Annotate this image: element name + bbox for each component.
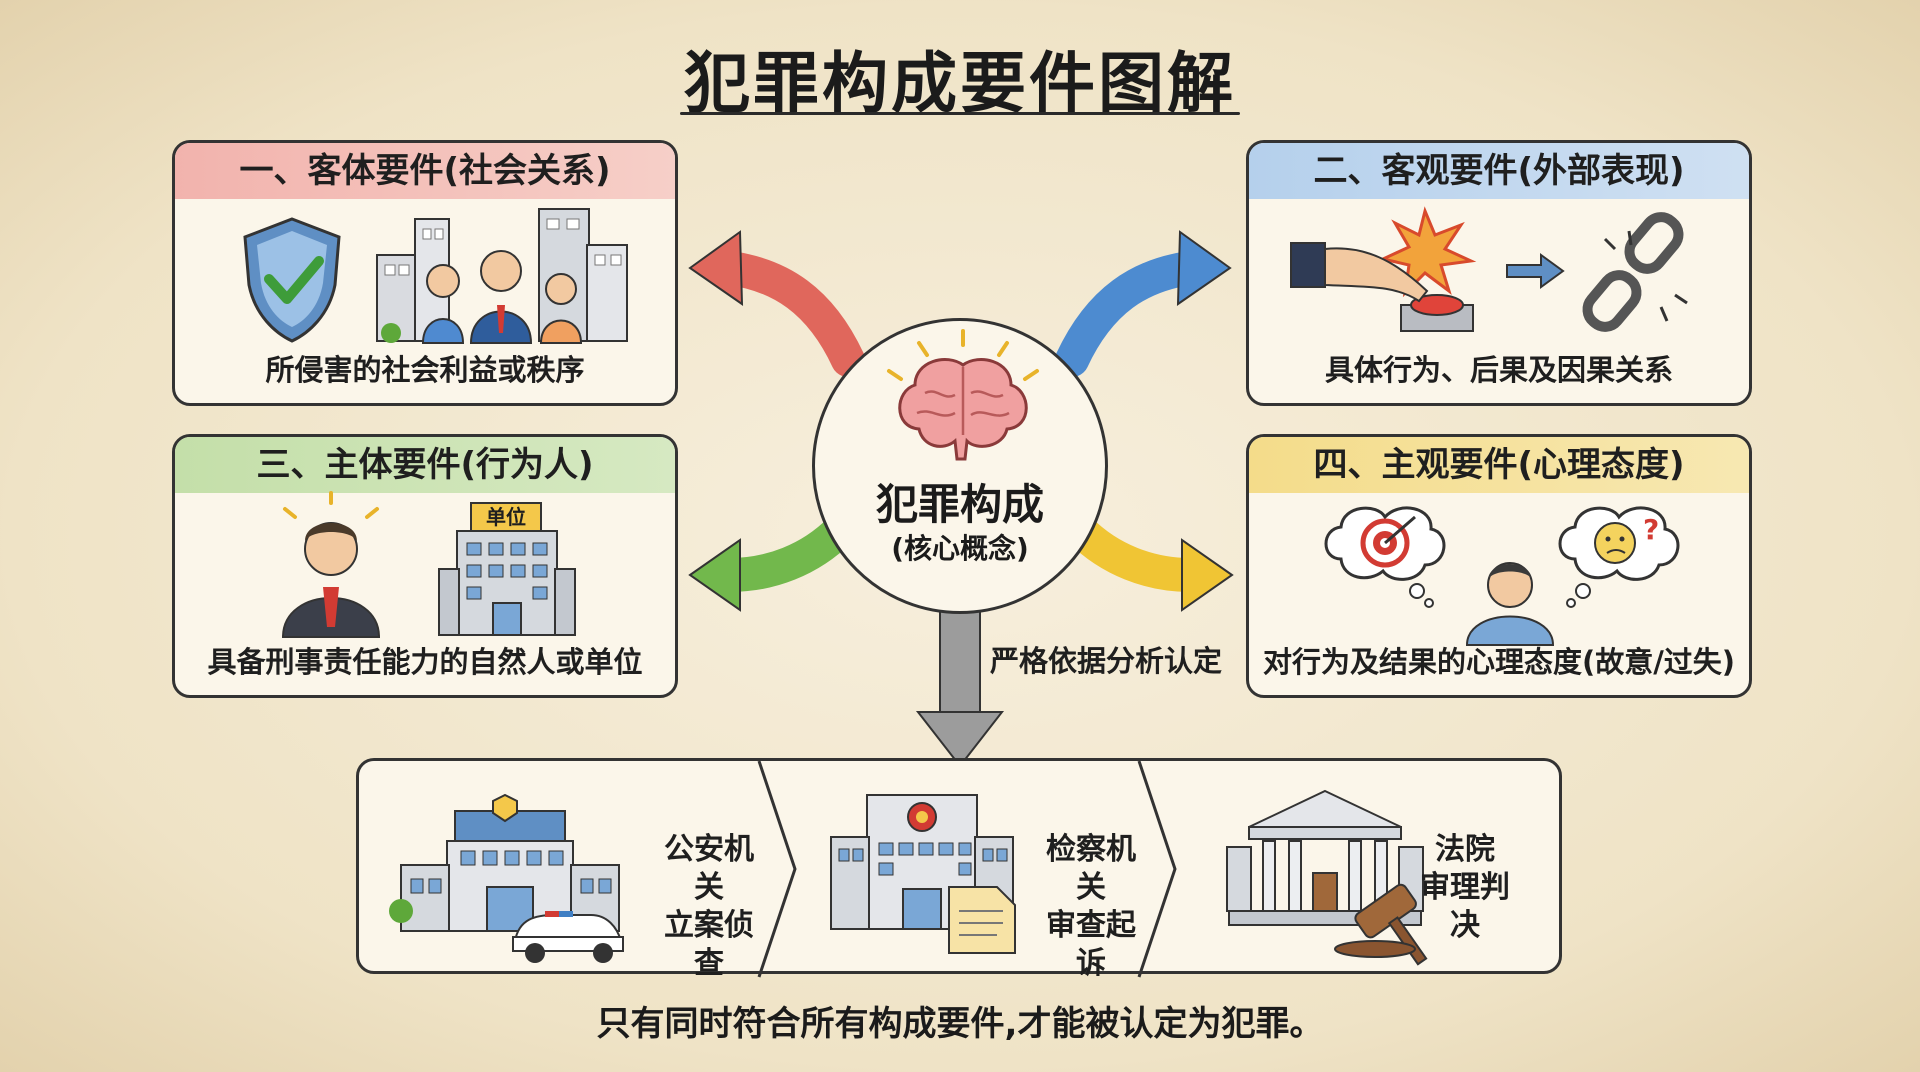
stage-procuratorate-line2: 审查起诉: [1046, 908, 1136, 981]
subjective-card-header: 四、主观要件(心理态度): [1249, 437, 1749, 493]
stage-court-label: 法院 审理判决: [1415, 831, 1515, 945]
arrowhead-subject: [688, 538, 741, 612]
unit-building-icon: [438, 502, 576, 636]
arrowhead-subjective: [1181, 538, 1234, 612]
brain-icon: [887, 329, 1039, 461]
hand-button-icon: [1290, 206, 1477, 332]
stage-police-line1: 公安机关: [664, 832, 754, 905]
arrow-down-shaft: [939, 607, 981, 717]
objective-card-art: [1249, 205, 1749, 345]
object-card-caption: 所侵害的社会利益或秩序: [265, 353, 585, 387]
subjective-card: 四、主观要件(心理态度) ? 对行为及结果的心理态度(故意/过失): [1246, 434, 1752, 698]
arrowhead-objective: [1176, 230, 1232, 306]
stage-procuratorate-label: 检察机关 审查起诉: [1041, 831, 1141, 983]
broken-chain-icon: [1582, 212, 1688, 332]
subject-card-caption: 具备刑事责任能力的自然人或单位: [207, 645, 643, 679]
unit-sign-label: 单位: [486, 505, 526, 529]
process-dividers: [757, 760, 1177, 978]
subjective-card-art: ?: [1249, 499, 1749, 646]
stage-police-label: 公安机关 立案侦查: [659, 831, 759, 983]
arrow-to-objective: [1055, 251, 1207, 377]
procuratorate-icon: [830, 794, 1016, 954]
people-buildings-icon: [376, 208, 628, 344]
center-concept: 犯罪构成 (核心概念): [812, 318, 1108, 614]
objective-card-caption: 具体行为、后果及因果关系: [1324, 353, 1673, 387]
judicial-process: 公安机关 立案侦查 检察机关 审查起诉: [356, 758, 1562, 981]
confused-thought-icon: ?: [1558, 506, 1680, 608]
arrow-right-icon: [1506, 253, 1565, 289]
subject-card-art: 单位: [175, 491, 675, 639]
title-underline: [680, 112, 1240, 115]
stage-procuratorate-line1: 检察机关: [1046, 832, 1136, 905]
object-card-header: 一、客体要件(社会关系): [175, 143, 675, 199]
subjective-card-caption: 对行为及结果的心理态度(故意/过失): [1262, 645, 1736, 679]
stage-police-line2: 立案侦查: [664, 908, 754, 981]
subject-card: 三、主体要件(行为人) 单位 具备刑事责任能力的自然人或单位: [172, 434, 678, 698]
shield-icon: [243, 217, 341, 343]
subject-card-header: 三、主体要件(行为人): [175, 437, 675, 493]
courthouse-icon: [1226, 789, 1428, 966]
center-title: 犯罪构成: [875, 480, 1044, 529]
analysis-note: 严格依据分析认定: [990, 644, 1223, 678]
objective-card: 二、客观要件(外部表现) 具体行为、后果及因果关系: [1246, 140, 1752, 406]
arrowhead-object: [688, 230, 744, 306]
svg-text:?: ?: [1643, 513, 1659, 546]
person-icon: [281, 491, 381, 638]
stage-court-line2: 审理判决: [1420, 870, 1510, 943]
objective-card-header: 二、客观要件(外部表现): [1249, 143, 1749, 199]
thinking-person-icon: [1465, 562, 1555, 646]
stage-court-line1: 法院: [1435, 832, 1495, 867]
center-subtitle: (核心概念): [891, 532, 1029, 565]
object-card-art: [175, 205, 675, 345]
target-thought-icon: [1324, 506, 1446, 608]
conclusion-note: 只有同时符合所有构成要件,才能被认定为犯罪。: [596, 1004, 1324, 1044]
object-card: 一、客体要件(社会关系) 所侵害的: [172, 140, 678, 406]
arrow-to-object: [713, 251, 865, 377]
page-title: 犯罪构成要件图解: [684, 45, 1236, 122]
police-station-icon: [389, 793, 624, 963]
